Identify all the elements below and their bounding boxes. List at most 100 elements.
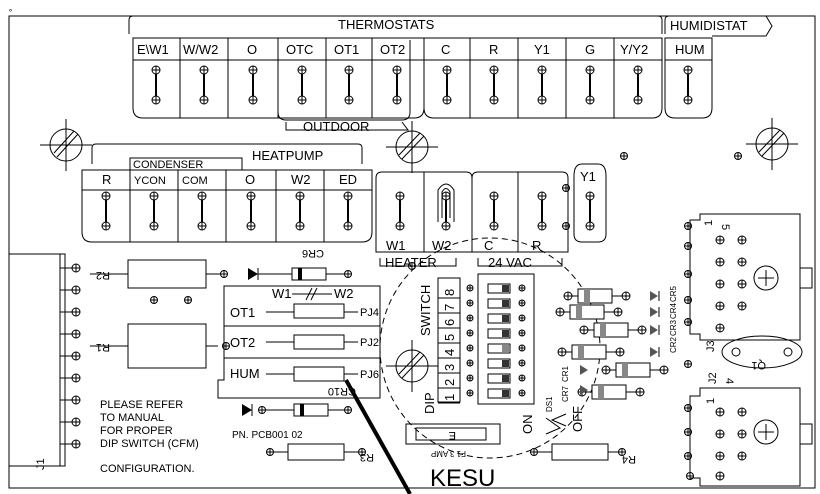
diode-cr6 (248, 267, 346, 281)
j1-pin-1 (71, 263, 81, 273)
heater-vac-terminal-3[interactable] (489, 191, 499, 231)
on-off-arrow (545, 413, 567, 435)
dip-toggle-8[interactable] (466, 283, 526, 294)
thermostat-terminal-11[interactable] (633, 65, 643, 105)
dip-number-4: 4 (442, 349, 457, 356)
dip-pin-right (518, 359, 526, 367)
via (184, 296, 192, 304)
j1-pin-5 (71, 351, 81, 361)
diode-symbol (580, 385, 588, 395)
r4-label: R4 (622, 453, 636, 465)
mounting-hole-right (746, 118, 798, 170)
label-cr1: CR1 (561, 365, 570, 382)
thermostats-bracket (128, 15, 663, 34)
heatpump-bracket (91, 143, 363, 164)
screw-top (246, 191, 256, 201)
dip-toggle-6[interactable] (466, 313, 526, 324)
heater-vac-terminal-2[interactable] (441, 191, 451, 231)
jumper-pj2-label: PJ2 (360, 337, 379, 349)
heatpump-terminal-4[interactable] (246, 191, 256, 231)
dip-off-label: OFF (570, 406, 585, 432)
j1-pin-2 (71, 285, 81, 295)
j2-pin (715, 407, 725, 417)
terminal-label-ot2: OT2 (380, 42, 405, 57)
humidistat-bracket (664, 15, 773, 37)
thermostat-terminal-10[interactable] (585, 65, 595, 105)
right-diode-5 (601, 362, 669, 378)
heatpump-terminal-5[interactable] (295, 191, 305, 231)
thermostat-terminal-block (132, 37, 663, 119)
j1-label: J1 (35, 458, 47, 470)
thermostat-terminal-12[interactable] (683, 65, 693, 105)
via (557, 347, 567, 357)
via (150, 296, 158, 304)
j2-pin (737, 407, 747, 417)
dip-switch-toggles[interactable] (466, 283, 526, 399)
diode-symbol (650, 307, 658, 317)
r2-label: R2 (96, 269, 110, 281)
thermostat-terminal-6[interactable] (392, 65, 402, 105)
dip-toggle-3[interactable] (466, 358, 526, 369)
j1-pin-8 (71, 417, 81, 427)
cr6-label: CR6 (302, 247, 324, 259)
heatpump-terminal-1[interactable] (101, 191, 111, 231)
heatpump-screw-terminals (101, 191, 353, 231)
dip-toggle-4[interactable] (466, 343, 526, 354)
screw-bottom (151, 95, 161, 105)
j2-pin (715, 451, 725, 461)
resistor-r1 (127, 323, 207, 369)
j3-pin (737, 279, 747, 289)
thermostat-terminal-2[interactable] (199, 65, 209, 105)
mounting-hole-left (40, 119, 92, 171)
diode-symbol (580, 365, 588, 375)
thermostat-terminal-7[interactable] (442, 65, 452, 105)
dip-switch-label: SWITCH (418, 285, 433, 336)
via (621, 291, 631, 301)
via (615, 347, 625, 357)
screw-top (297, 65, 307, 75)
screw-bottom (297, 95, 307, 105)
right-diode-4 (557, 344, 625, 360)
j1-pin-6 (71, 373, 81, 383)
dip-number-1: 1 (442, 394, 457, 401)
dip-toggle-5[interactable] (466, 328, 526, 339)
screw-bottom (537, 95, 547, 105)
j1-pin-4 (71, 329, 81, 339)
thermostat-terminal-4[interactable] (297, 65, 307, 105)
via (408, 262, 416, 270)
heater-vac-terminal-5[interactable] (585, 191, 595, 231)
thermostat-terminal-9[interactable] (537, 65, 547, 105)
hp-label-w2: W2 (291, 172, 311, 187)
terminal-label-ot1: OT1 (334, 42, 359, 57)
thermostat-terminal-3[interactable] (248, 65, 258, 105)
via (684, 296, 692, 304)
terminal-label-otc: OTC (286, 42, 313, 57)
condenser-label: CONDENSER (133, 159, 203, 171)
heatpump-terminal-3[interactable] (197, 191, 207, 231)
cr10-label: CR10 (328, 385, 356, 397)
dip-number-column (437, 277, 461, 403)
via (344, 406, 352, 414)
thermostat-terminal-5[interactable] (344, 65, 354, 105)
screw-top (199, 65, 209, 75)
dip-toggle-2[interactable] (466, 373, 526, 384)
jumper-pj6-label: PJ6 (360, 369, 379, 381)
dip-toggle-7[interactable] (466, 298, 526, 309)
screw-top (295, 191, 305, 201)
heatpump-terminal-6[interactable] (343, 191, 353, 231)
screw-bottom (246, 221, 256, 231)
dip-pin-left (466, 314, 474, 322)
dip-number-6: 6 (442, 319, 457, 326)
note-line-1: PLEASE REFER (100, 399, 183, 411)
thermostat-terminal-1[interactable] (151, 65, 161, 105)
heater-vac-terminal-1[interactable] (395, 191, 405, 231)
screw-top (537, 191, 547, 201)
dip-toggle-1[interactable] (466, 388, 526, 399)
jumper-w2-label: W2 (334, 286, 354, 301)
jumper-w1-label: W1 (272, 286, 292, 301)
heater-vac-terminal-4[interactable] (537, 191, 547, 231)
thermostat-terminal-8[interactable] (489, 65, 499, 105)
heatpump-terminal-2[interactable] (149, 191, 159, 231)
screw-bottom (585, 95, 595, 105)
